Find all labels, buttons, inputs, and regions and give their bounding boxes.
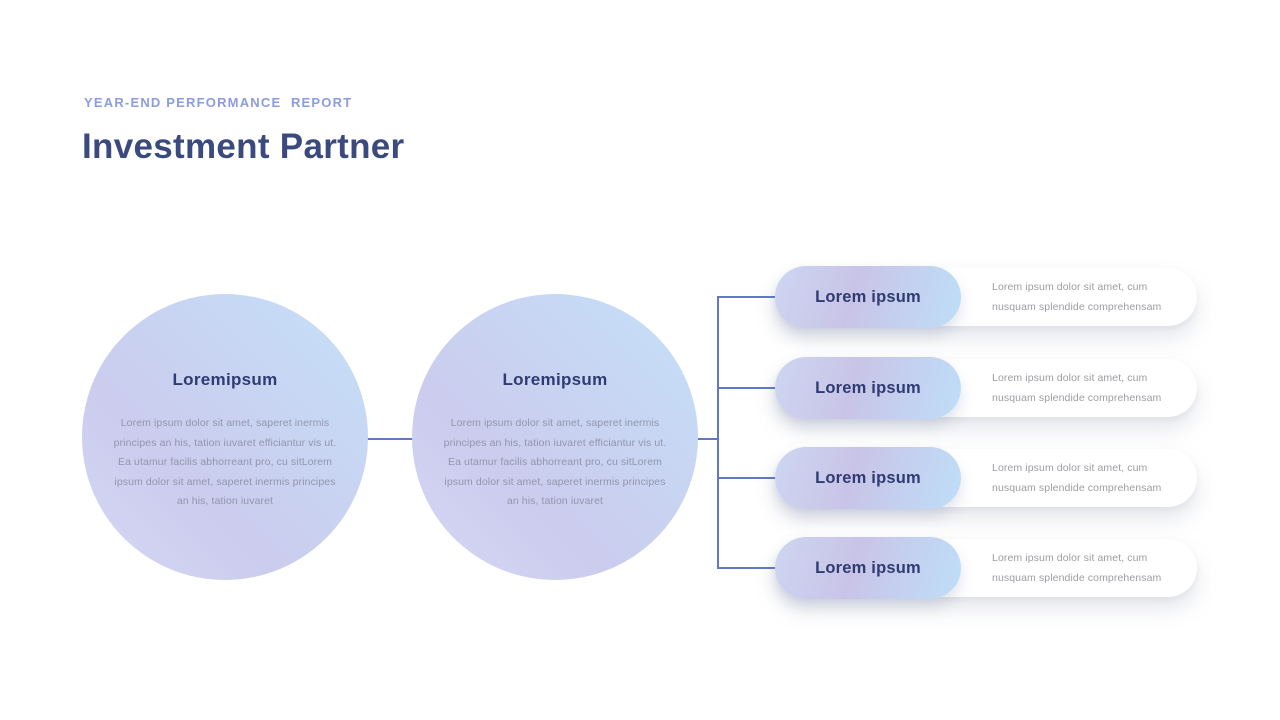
branch-description: Lorem ipsum dolor sit amet, cum nusquam … [992, 281, 1162, 313]
connector-circle2-tree [697, 438, 718, 440]
circle-node-title: Loremipsum [172, 370, 278, 389]
tree-vertical-line [717, 296, 719, 568]
branch-card-4: Lorem ipsum Lorem ipsum dolor sit amet, … [775, 537, 1197, 599]
branch-description: Lorem ipsum dolor sit amet, cum nusquam … [992, 462, 1162, 494]
branch-pill: Lorem ipsum [775, 357, 961, 419]
branch-label: Lorem ipsum [815, 378, 921, 397]
circle-node-2: Loremipsum Lorem ipsum dolor sit amet, s… [412, 294, 698, 580]
slide-eyebrow: YEAR-END PERFORMANCE REPORT [84, 95, 353, 110]
branch-description: Lorem ipsum dolor sit amet, cum nusquam … [992, 552, 1162, 584]
circle-node-body: Lorem ipsum dolor sit amet, saperet iner… [443, 417, 667, 507]
circle-node-title: Loremipsum [502, 370, 608, 389]
branch-description: Lorem ipsum dolor sit amet, cum nusquam … [992, 372, 1162, 404]
branch-card-1: Lorem ipsum Lorem ipsum dolor sit amet, … [775, 266, 1197, 328]
circle-node-body: Lorem ipsum dolor sit amet, saperet iner… [113, 417, 337, 507]
branch-line-1 [717, 296, 777, 298]
branch-pill: Lorem ipsum [775, 447, 961, 509]
branch-pill: Lorem ipsum [775, 537, 961, 599]
page-title: Investment Partner [82, 127, 405, 166]
branch-card-3: Lorem ipsum Lorem ipsum dolor sit amet, … [775, 447, 1197, 509]
branch-line-4 [717, 567, 777, 569]
branch-line-3 [717, 477, 777, 479]
circle-node-1: Loremipsum Lorem ipsum dolor sit amet, s… [82, 294, 368, 580]
branch-line-2 [717, 387, 777, 389]
branch-label: Lorem ipsum [815, 468, 921, 487]
branch-label: Lorem ipsum [815, 287, 921, 306]
connector-circle1-circle2 [366, 438, 413, 440]
branch-pill: Lorem ipsum [775, 266, 961, 328]
branch-card-2: Lorem ipsum Lorem ipsum dolor sit amet, … [775, 357, 1197, 419]
branch-label: Lorem ipsum [815, 558, 921, 577]
